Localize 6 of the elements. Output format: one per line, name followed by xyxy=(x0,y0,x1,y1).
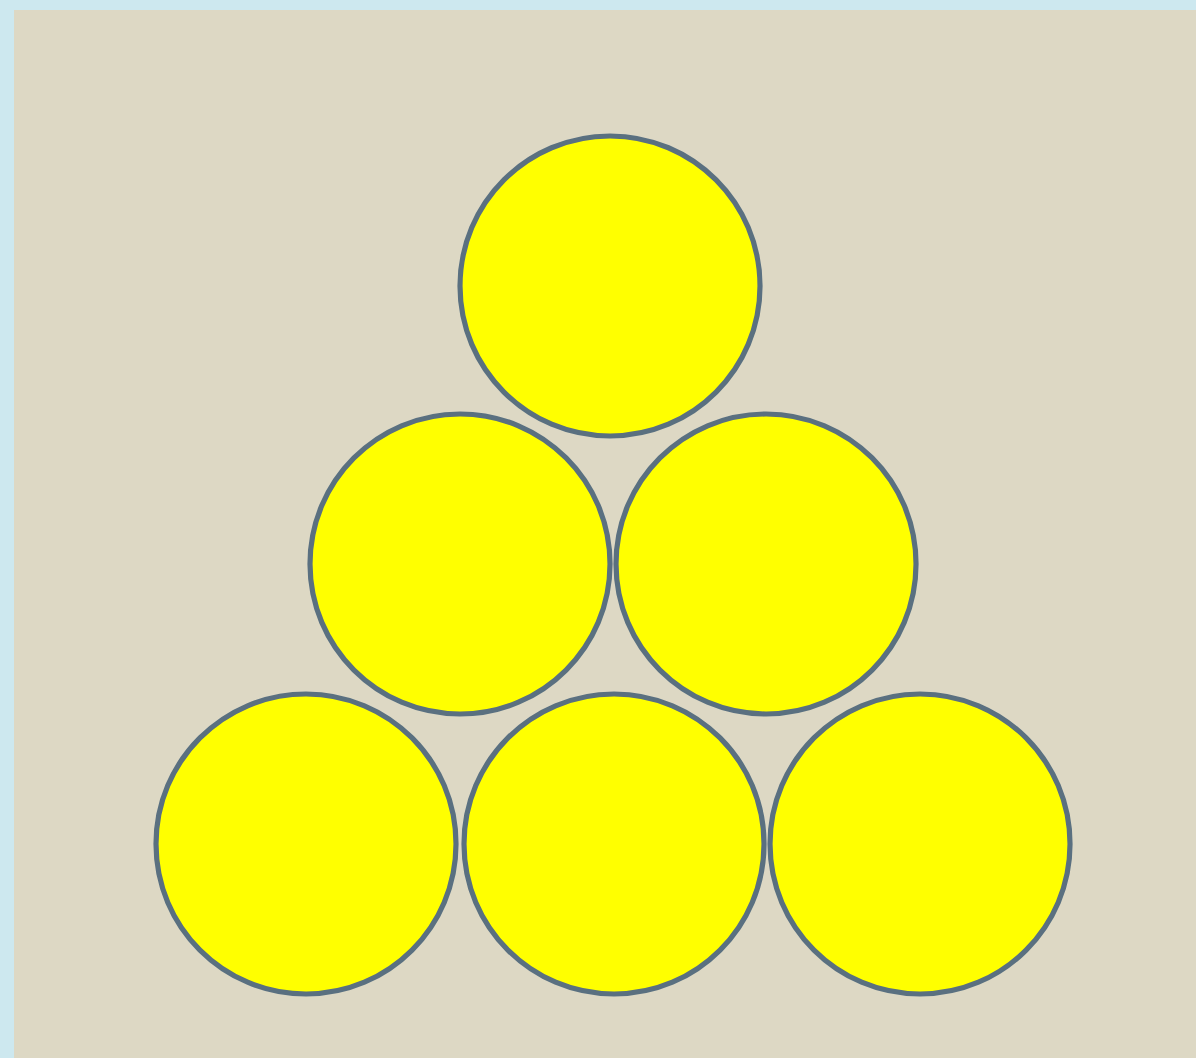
ball-circle xyxy=(457,133,763,439)
ball-circle xyxy=(767,691,1073,997)
ball-circle xyxy=(613,411,919,717)
ball-circle xyxy=(461,691,767,997)
ball-circle xyxy=(307,411,613,717)
ball-circle xyxy=(153,691,459,997)
